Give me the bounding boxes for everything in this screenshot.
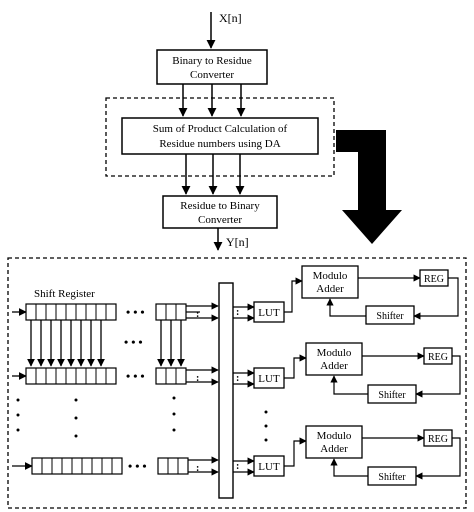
detail-dashed-boundary: [7, 257, 467, 509]
reg-3-label: REG: [428, 434, 448, 445]
svg-text:• • •: • • •: [126, 305, 145, 319]
sum-of-product-line1: Sum of Product Calculation of: [153, 123, 288, 135]
svg-text:• • •: • • •: [128, 459, 147, 473]
row-ellipsis: [16, 396, 268, 442]
reg-2-label: REG: [428, 352, 448, 363]
shifter-3-label: Shifter: [378, 472, 406, 483]
svg-text::: :: [196, 463, 199, 474]
accumulator-loop-1: Modulo Adder REG Shifter: [284, 265, 459, 325]
residue-to-binary-block: Residue to Binary Converter: [162, 195, 278, 229]
svg-text::: :: [236, 461, 239, 472]
binary-to-residue-line2: Converter: [190, 69, 234, 81]
reg-1-label: REG: [424, 274, 444, 285]
shift-down-arrows: [27, 320, 185, 367]
accumulator-loop-3: Modulo Adder REG Shifter: [284, 425, 461, 486]
svg-text::: :: [196, 373, 199, 384]
svg-text::: :: [196, 309, 199, 320]
output-label: Y[n]: [226, 235, 249, 249]
shift-register-row-1: • • • :: [12, 302, 219, 322]
address-bus-bar: [218, 282, 234, 499]
sum-of-product-block: Sum of Product Calculation of Residue nu…: [121, 117, 319, 155]
adder-2-line2: Adder: [320, 360, 348, 372]
adder-2-line1: Modulo: [317, 347, 352, 359]
residue-channel-arrows-1: [178, 84, 246, 117]
binary-to-residue-line1: Binary to Residue: [172, 55, 252, 67]
lut-channel-2: : LUT: [233, 367, 285, 389]
binary-to-residue-block: Binary to Residue Converter: [156, 49, 268, 85]
adder-1-line1: Modulo: [313, 270, 348, 282]
shifter-2-label: Shifter: [378, 390, 406, 401]
lut-1-label: LUT: [258, 307, 280, 319]
residue-to-binary-line2: Converter: [198, 214, 242, 226]
shift-register-row-3: • • • :: [12, 456, 219, 476]
svg-text:• • •: • • •: [124, 335, 143, 349]
shifter-1-label: Shifter: [376, 311, 404, 322]
shift-register-label: Shift Register: [34, 288, 95, 300]
lut-2-label: LUT: [258, 373, 280, 385]
svg-text:• • •: • • •: [126, 369, 145, 383]
residue-channel-arrows-2: [181, 154, 245, 195]
da-dashed-boundary: [105, 97, 335, 177]
adder-3-line1: Modulo: [317, 430, 352, 442]
adder-3-line2: Adder: [320, 443, 348, 455]
residue-to-binary-line1: Residue to Binary: [180, 200, 260, 212]
accumulator-loop-2: Modulo Adder REG Shifter: [284, 342, 461, 404]
lut-channel-3: : LUT: [233, 455, 285, 477]
adder-1-line2: Adder: [316, 283, 344, 295]
input-label: X[n]: [219, 11, 242, 25]
svg-text::: :: [236, 307, 239, 318]
shift-register-row-2: • • • :: [12, 366, 219, 386]
lut-3-label: LUT: [258, 461, 280, 473]
expand-arrow: [336, 130, 402, 244]
lut-channel-1: : LUT: [233, 301, 285, 323]
svg-text::: :: [236, 373, 239, 384]
sum-of-product-line2: Residue numbers using DA: [159, 138, 280, 150]
